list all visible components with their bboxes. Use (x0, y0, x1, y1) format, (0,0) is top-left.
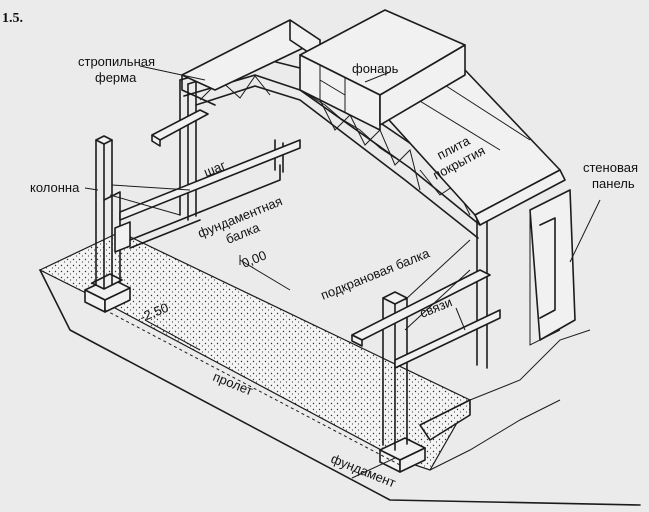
label-crane-beam: подкрановая балка (319, 245, 433, 303)
roof-lantern (299, 9, 466, 131)
label-truss-line2: ферма (95, 70, 137, 85)
left-foundation (84, 273, 131, 313)
roof-slabs (181, 19, 566, 226)
left-column (95, 135, 131, 289)
label-level-zero: 0,00 (240, 247, 269, 270)
label-foundation-beam: фундаментная балка (196, 193, 285, 247)
crane-beams (119, 109, 501, 369)
label-column: колонна (30, 180, 80, 195)
label-wall-panel: стеновая панель (583, 160, 638, 191)
figure-number: 1.5. (2, 11, 23, 26)
front-column (382, 214, 488, 451)
foundation-beam (129, 164, 281, 249)
wall-panel (529, 189, 576, 346)
label-truss: стропильная ферма (78, 54, 155, 85)
dimension-lines (104, 255, 401, 466)
label-wall-panel-line1: стеновая (583, 160, 638, 175)
front-foundation (379, 437, 426, 473)
label-wall-panel-line2: панель (592, 176, 635, 191)
bracing (404, 239, 471, 331)
leader-lines (84, 65, 601, 479)
label-lantern: фонарь (352, 61, 399, 76)
label-truss-line1: стропильная (78, 54, 155, 69)
